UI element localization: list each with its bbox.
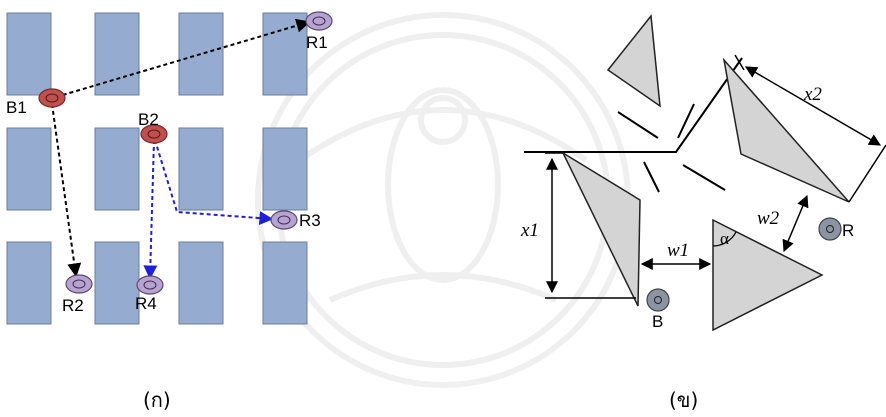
left-panel-caption: (ก) — [143, 388, 171, 412]
x2-label: x2 — [803, 84, 822, 105]
shelf-block — [94, 127, 140, 211]
node-b2: B2 — [138, 110, 168, 144]
right-panel-caption: (ข) — [669, 388, 698, 412]
path-b1-r1 — [55, 18, 311, 98]
angle-triangle — [712, 218, 824, 332]
node-r4: R4 — [135, 275, 164, 313]
node-r3: R3 — [270, 210, 321, 230]
shelf-block — [94, 241, 140, 325]
shelf-block — [178, 12, 224, 96]
obstacle-triangle-top — [606, 14, 661, 108]
station-b-label: B — [652, 312, 663, 331]
node-b1: B1 — [6, 88, 66, 117]
alpha-arc — [712, 231, 737, 247]
node-b1-label: B1 — [6, 98, 27, 117]
shelf-block — [6, 127, 52, 211]
shelf-block — [94, 12, 140, 96]
node-r1-label: R1 — [306, 33, 328, 52]
node-r4-label: R4 — [135, 294, 157, 313]
left-panel: B1 B2 R1 R2 R3 R4 (ก) — [6, 11, 333, 412]
node-r2: R2 — [62, 274, 93, 315]
dimension-x1 — [545, 152, 636, 299]
w1-label: w1 — [667, 240, 689, 261]
shelf-block — [178, 241, 224, 325]
w2-label: w2 — [757, 208, 780, 229]
node-b2-label: B2 — [138, 110, 159, 129]
watermark-seal — [255, 12, 631, 388]
right-panel: α x1 w1 w2 x2 B R — [520, 14, 886, 412]
dimension-x2 — [734, 54, 886, 203]
path-b2-r4 — [143, 139, 158, 280]
shelf-block — [6, 12, 52, 96]
dimension-w2 — [782, 194, 809, 253]
station-r-label: R — [842, 221, 854, 240]
station-r: R — [818, 217, 854, 241]
obstacle-triangle-right — [722, 57, 850, 203]
corridor-lines — [524, 57, 743, 193]
shelf-block — [6, 241, 52, 325]
shelf-block — [262, 241, 308, 325]
node-r1: R1 — [305, 11, 333, 52]
station-b: B — [646, 288, 670, 331]
node-r2-label: R2 — [62, 296, 84, 315]
path-b1-r2 — [51, 103, 82, 278]
shelf-grid — [6, 12, 308, 325]
obstacle-triangle-left — [561, 151, 641, 307]
shelf-block — [262, 127, 308, 211]
node-r3-label: R3 — [299, 211, 321, 230]
alpha-label: α — [720, 229, 729, 248]
shelf-block — [178, 127, 224, 211]
x1-label: x1 — [520, 220, 539, 241]
